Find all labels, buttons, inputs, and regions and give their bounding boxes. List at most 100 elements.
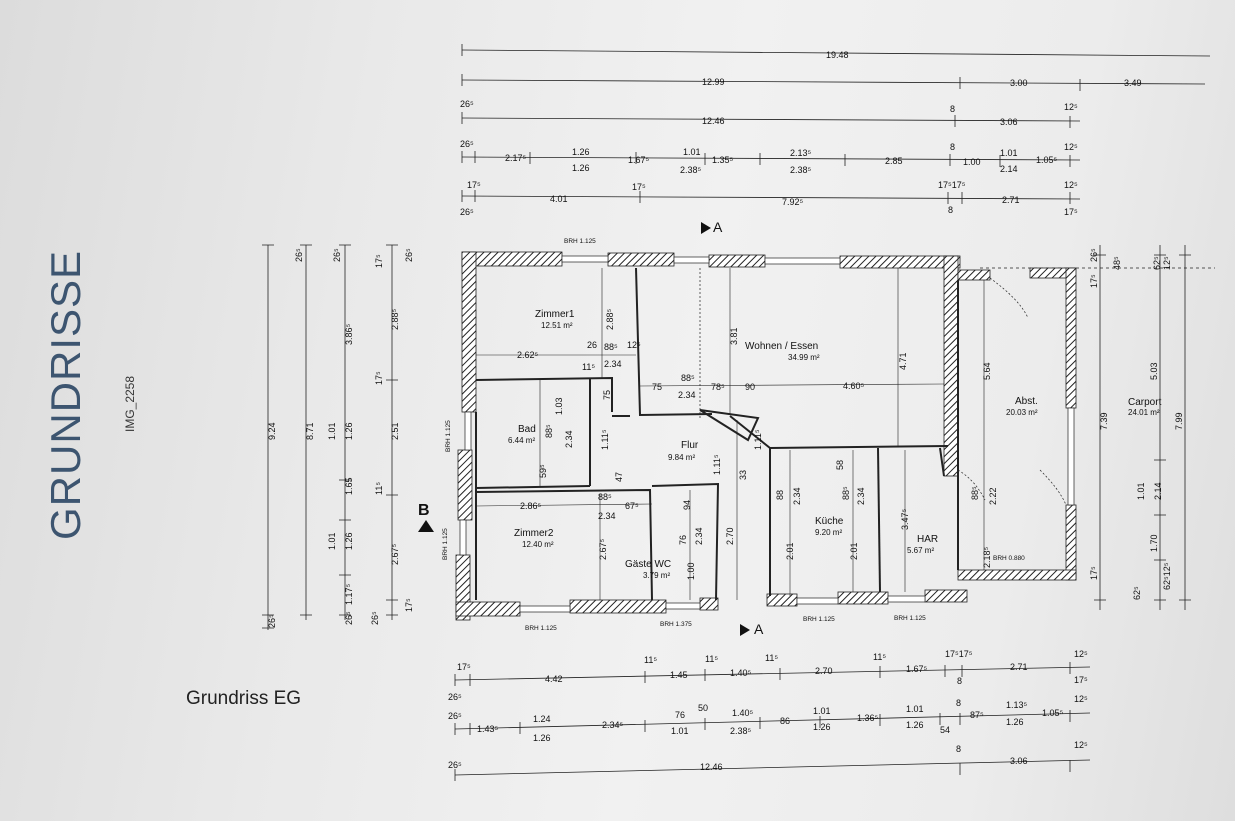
dimension-label: 2.62⁵ (517, 350, 539, 360)
dimension-label: 1.11⁵ (600, 429, 610, 450)
dimension-label: 1.01 (671, 726, 689, 736)
dimension-label: 62⁵12⁵ (1162, 562, 1172, 590)
room-name-bad: Bad (518, 424, 536, 435)
right-dimension-lines (980, 245, 1215, 610)
brh-label: BRH 1.125 (445, 420, 452, 452)
exterior-walls (455, 251, 1077, 621)
dimension-label: 2.38⁵ (790, 165, 812, 175)
dimension-label: 1.00 (686, 562, 696, 580)
dimension-label: 2.34⁵ (602, 720, 624, 730)
dimension-label: 62⁵ (1152, 256, 1162, 270)
door-swings (699, 268, 1067, 506)
room-area-carport: 24.01 m² (1128, 408, 1160, 417)
dimension-label: 88 (775, 490, 785, 500)
dimension-label: 12⁵ (1064, 142, 1078, 152)
bottom-dimension-lines (454, 662, 1091, 781)
dimension-label: 88⁵ (841, 486, 851, 500)
dimension-label: 2.17⁵ (505, 153, 527, 163)
dimension-label: 12⁵ (1064, 102, 1078, 112)
dimension-label: 1.01 (683, 147, 701, 157)
dimension-label: 2.88⁵ (390, 308, 400, 330)
dimension-label: 11⁵ (873, 652, 886, 662)
dimension-label: 2.38⁵ (680, 165, 702, 175)
dimension-label: 17⁵ (632, 182, 646, 192)
dimension-label: 12⁵ (1074, 649, 1088, 659)
dimension-label: 26⁵ (1089, 248, 1099, 262)
dimension-label: 8 (956, 698, 961, 708)
top-dimension-labels: 19.48 12.99 3.00 3.49 26⁵ 12.46 8 3.06 1… (460, 50, 1142, 217)
brh-label: BRH 1.125 (442, 528, 449, 560)
section-marker-b: B (418, 502, 434, 532)
dimension-label: 88⁵ (544, 424, 554, 438)
dimension-label: 88⁵ (681, 373, 695, 383)
dimension-label: 12.46 (702, 116, 725, 126)
dimension-label: 1.00 (963, 157, 981, 167)
dimension-label: 26⁵ (460, 99, 474, 109)
dimension-label: 7.39 (1099, 412, 1109, 430)
dimension-label: 12⁵ (1162, 256, 1172, 270)
dimension-label: 3.86⁵ (344, 323, 354, 345)
dimension-label: 26⁵ (294, 248, 304, 262)
dimension-label: 2.34 (856, 487, 866, 505)
dimension-label: 1.01 (906, 704, 924, 714)
dimension-label: 1.11⁵ (712, 454, 722, 475)
dimension-label: 26⁵ (460, 207, 474, 217)
dimension-label: 26⁵ (448, 760, 462, 770)
room-area-zimmer2: 12.40 m² (522, 540, 554, 549)
dimension-label: 26 (587, 340, 597, 350)
brh-label: BRH 1.125 (894, 615, 926, 622)
dimension-label: 17⁵ (1089, 566, 1099, 580)
dimension-label: 87⁵ (970, 710, 984, 720)
room-name-har: HAR (917, 534, 938, 545)
dimension-label: 58 (835, 460, 845, 470)
room-area-bad: 6.44 m² (508, 436, 535, 445)
dimension-label: 2.51 (390, 422, 400, 440)
dimension-label: 1.24 (533, 714, 551, 724)
brh-label: BRH 1.125 (525, 625, 557, 632)
dimension-label: 8 (948, 205, 953, 215)
dimension-label: 4.60⁵ (843, 381, 865, 391)
room-area-abst: 20.03 m² (1006, 408, 1038, 417)
dimension-label: 17⁵ (1089, 274, 1099, 288)
dimension-label: 94 (682, 500, 692, 510)
dimension-label: 12⁵ (1074, 740, 1088, 750)
dimension-label: 1.05⁵ (1042, 708, 1064, 718)
dimension-label: 2.85 (885, 156, 903, 166)
inner-dimension-labels: 2.62⁵ 26 88⁵ 12⁵ 11⁵ 2.34 2.88⁵ 3.81 75 … (517, 308, 998, 580)
dimension-label: 2.34 (678, 390, 696, 400)
dimension-label: 26⁵ (267, 614, 277, 628)
dimension-label: 17⁵ (457, 662, 471, 672)
room-name-zimmer2: Zimmer2 (514, 528, 554, 539)
dimension-label: 2.13⁵ (790, 148, 812, 158)
dimension-label: 76 (678, 535, 688, 545)
dimension-label: 17⁵ (374, 371, 384, 385)
brh-label: BRH 1.125 (803, 616, 835, 623)
dimension-label: 75 (602, 390, 612, 400)
dimension-label: 1.40⁵ (732, 708, 754, 718)
dimension-label: 47 (614, 472, 624, 482)
dimension-label: 1.40⁵ (730, 668, 752, 678)
dimension-label: 26⁵ (332, 248, 342, 262)
plan-title: Grundriss EG (186, 688, 302, 709)
dimension-label: 2.14 (1153, 482, 1163, 500)
dimension-label: 2.14 (1000, 164, 1018, 174)
dimension-label: 1.05⁵ (1036, 155, 1058, 165)
dimension-label: 90 (745, 382, 755, 392)
windows (459, 255, 1075, 613)
dimension-label: 1.01 (1000, 148, 1018, 158)
dimension-label: 5.03 (1149, 362, 1159, 380)
dimension-label: 26⁵ (460, 139, 474, 149)
dimension-label: 88⁵ (598, 492, 612, 502)
dimension-label: 54 (940, 725, 950, 735)
left-dimension-lines (262, 244, 398, 630)
dimension-label: 1.26 (906, 720, 924, 730)
dimension-label: 2.70 (815, 666, 833, 676)
dimension-label: 11⁵ (644, 655, 657, 665)
dimension-label: 17⁵ (1074, 675, 1088, 685)
dimension-label: A (754, 621, 764, 637)
room-name-abst: Abst. (1015, 396, 1038, 407)
dimension-label: 2.01 (849, 542, 859, 560)
dimension-label: 12⁵ (1074, 694, 1088, 704)
dimension-label: 12⁵ (627, 340, 641, 350)
